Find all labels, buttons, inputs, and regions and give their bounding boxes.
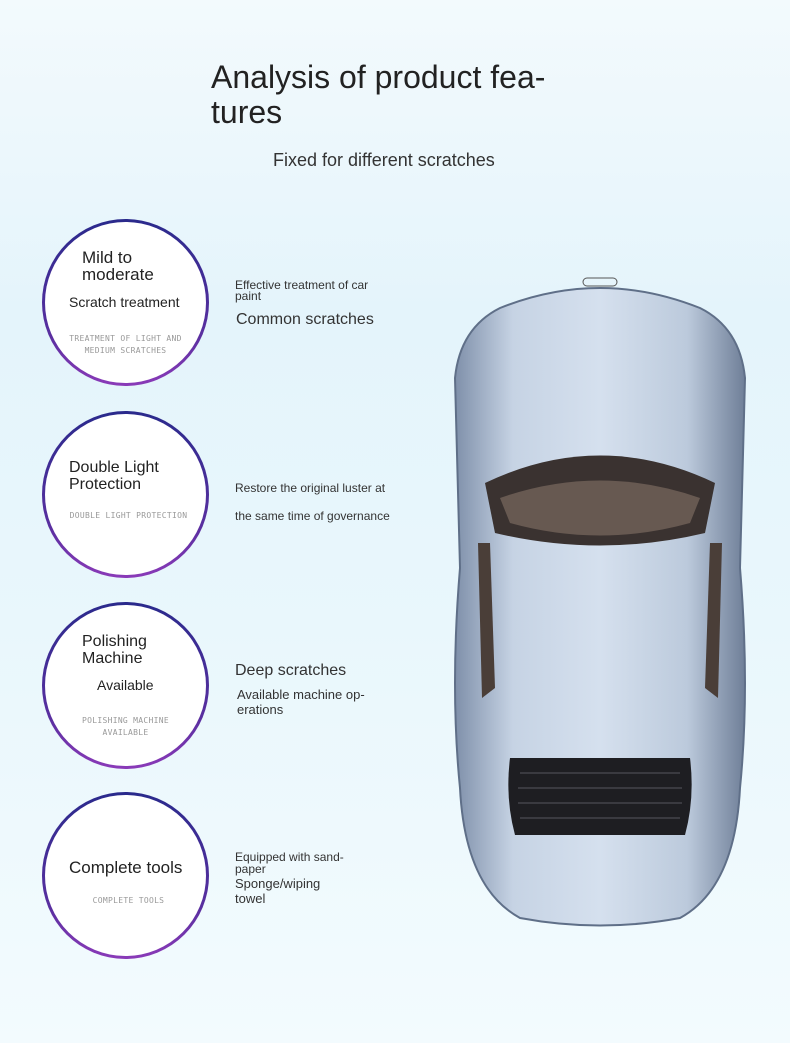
feature-circle-complete-tools: Complete tools COMPLETE TOOLS xyxy=(42,792,209,959)
car-rear-window xyxy=(508,758,692,835)
feature-desc-main: Common scratches xyxy=(236,311,374,328)
page-title: Analysis of product fea-tures xyxy=(211,60,571,130)
feature-desc: Equipped with sand-paper xyxy=(235,850,344,876)
car-sunroof xyxy=(500,480,700,536)
title-line-1: Analysis of product fea- xyxy=(211,59,546,95)
car-top-view-image xyxy=(453,277,747,927)
feature-caption: DOUBLE LIGHT PROTECTION xyxy=(69,511,188,520)
feature-title: Complete tools xyxy=(69,858,183,877)
feature-caption: COMPLETE TOOLS xyxy=(92,896,165,905)
feature-subtitle: Available xyxy=(97,677,154,693)
car-left-window xyxy=(478,543,495,698)
feature-desc-main: Deep scratches xyxy=(235,662,347,679)
page-subtitle: Fixed for different scratches xyxy=(273,150,495,170)
title-line-2: tures xyxy=(211,94,283,130)
feature-subtitle: Scratch treatment xyxy=(69,294,180,310)
car-logo xyxy=(582,277,618,287)
car-right-window xyxy=(705,543,722,698)
feature-desc: Available machine op-erations xyxy=(237,687,365,717)
